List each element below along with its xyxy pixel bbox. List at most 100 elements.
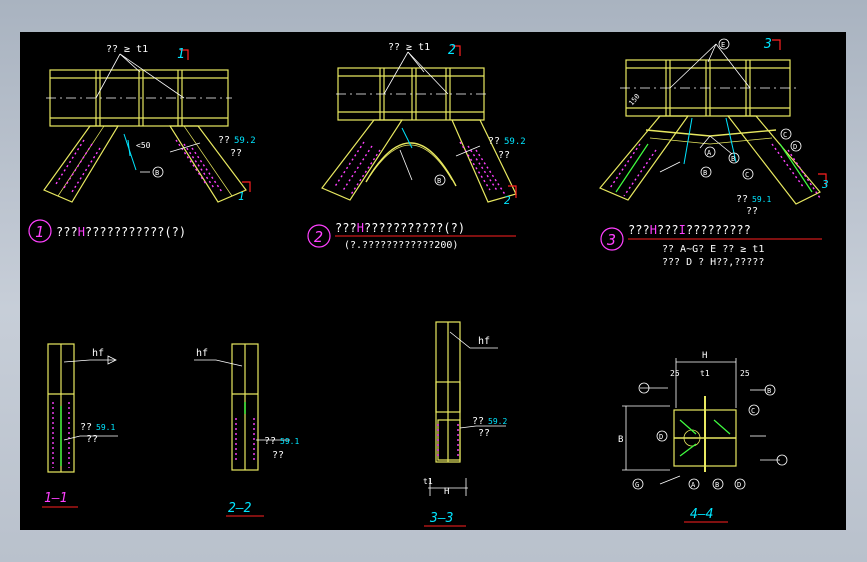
section-3-3-weld: hf (478, 336, 490, 347)
section-4-4-circle-d: D (659, 433, 663, 441)
section-4-4-circle-d2: D (737, 481, 741, 489)
detail-2-note-code: 59.2 (504, 137, 526, 147)
section-3-3-note-q: ?? (472, 416, 484, 427)
detail-3-circle-b2: B (703, 169, 707, 177)
detail-3-right-brace (726, 115, 821, 205)
detail-3-num-circle (600, 227, 624, 251)
detail-3-circle-c: C (745, 171, 749, 179)
detail-1-caption-b: ???????????(?) (85, 225, 186, 239)
detail-1-circle-label: B (155, 169, 159, 177)
detail-1-note-q2: ?? (230, 148, 242, 159)
svg-text:???H???I?????????: ???H???I????????? (628, 223, 751, 237)
detail-1-weld-label: ?? ≥ t1 (106, 44, 148, 55)
section-2-2-note-code: 59.1 (280, 437, 299, 446)
section-4-4 (622, 358, 788, 490)
section-4-4-circle-a: A (691, 481, 696, 489)
section-1-1-note-q: ?? (80, 422, 92, 433)
detail-3-circle-b: B (731, 155, 735, 163)
section-3-3 (428, 321, 506, 496)
section-3-3-label: 3—3 (429, 511, 453, 526)
detail-2-section-mark-lower: 2 (504, 194, 511, 207)
detail-1-num-circle (28, 219, 52, 243)
section-4-4-d25-right: 25 (740, 369, 750, 378)
section-3-3-dim-t: t1 (423, 477, 433, 486)
detail-2-num-circle (307, 224, 331, 248)
detail-3 (599, 38, 827, 205)
detail-3-circle-c2: C (783, 131, 787, 139)
section-2-2 (194, 343, 290, 471)
detail-2-num: 2 (314, 228, 323, 246)
section-1-1-label: 1—1 (44, 491, 67, 506)
section-4-4-circle-b: B (767, 387, 771, 395)
section-1-1-weld: hf (92, 348, 104, 359)
section-3-3-note-code: 59.2 (488, 417, 507, 426)
detail-1-caption: 1 ???H???????????(?) (28, 219, 186, 243)
detail-3-dim: 150 (627, 92, 641, 107)
detail-3-section-mark-lower: 3 (821, 178, 829, 191)
section-2-2-weld: hf (196, 348, 208, 359)
detail-1-caption-a: ??? (56, 225, 78, 239)
detail-2-arch (365, 142, 457, 187)
svg-text:???H???????????(?): ???H???????????(?) (56, 225, 186, 239)
detail-2-weld-label: ?? ≥ t1 (388, 42, 430, 53)
detail-1-dim: <50 (136, 141, 151, 150)
section-4-4-circle-b2: B (715, 481, 719, 489)
section-4-4-dim-t: t1 (700, 369, 710, 378)
detail-2-section-mark: 2 (448, 43, 456, 58)
detail-1-caption-h: H (78, 225, 85, 239)
detail-1 (43, 49, 251, 203)
section-1-1-note-q2: ?? (86, 434, 98, 445)
detail-3-left-brace (599, 115, 690, 201)
detail-2-caption: 2 ???H???????????(?) (?.????????????200) (307, 221, 516, 251)
detail-3-note-q2: ?? (746, 206, 758, 217)
section-1-1 (47, 343, 118, 473)
svg-text:???H???????????(?): ???H???????????(?) (335, 221, 465, 235)
detail-3-note-q: ?? (736, 194, 748, 205)
detail-3-caption-mid: ??? (657, 223, 679, 237)
detail-3-caption-line2: ?? A~G? E ?? ≥ t1 (662, 244, 764, 255)
detail-1-right-brace (168, 125, 247, 203)
detail-2-note-q2: ?? (498, 150, 510, 161)
section-1-1-note-code: 59.1 (96, 423, 115, 432)
detail-2-left-brace (321, 119, 404, 201)
section-4-4-dim-b: B (618, 435, 623, 445)
detail-1-num: 1 (35, 223, 44, 241)
section-4-4-d25-left: 25 (670, 369, 680, 378)
detail-1-note-q: ?? (218, 135, 230, 146)
section-4-4-circle-c: C (751, 407, 755, 415)
section-4-4-dim-h: H (702, 351, 707, 361)
detail-2-caption-h: H (357, 221, 364, 235)
detail-2-caption-b: ???????????(?) (364, 221, 465, 235)
detail-3-circle-a: A (707, 149, 712, 157)
detail-2-note-q: ?? (488, 136, 500, 147)
section-3-3-dim-h: H (444, 487, 449, 497)
section-3-3-note-q2: ?? (478, 428, 490, 439)
section-2-2-note-q: ?? (264, 436, 276, 447)
cad-drawing: ?? ≥ t1 1 1 ?? 59.2 ?? <50 B 1 ???H?????… (28, 37, 829, 527)
detail-1-section-mark-lower: 1 (238, 190, 245, 203)
detail-3-section-mark: 3 (763, 37, 772, 52)
detail-3-circle-d: D (793, 143, 797, 151)
detail-1-section-mark: 1 (177, 47, 185, 62)
detail-3-caption-a: ??? (628, 223, 650, 237)
section-2-2-note-q2: ?? (272, 450, 284, 461)
section-2-2-label: 2—2 (228, 501, 252, 516)
section-4-4-circle-g: G (635, 481, 639, 489)
detail-1-note-code: 59.2 (234, 136, 256, 146)
detail-3-caption: 3 ???H???I????????? ?? A~G? E ?? ≥ t1 ??… (600, 223, 822, 268)
detail-3-note-code: 59.1 (752, 195, 771, 204)
detail-2-caption-line2: (?.????????????200) (344, 240, 458, 251)
detail-3-caption-line3: ??? D ? H??,????? (662, 257, 764, 268)
section-4-4-label: 4—4 (690, 507, 713, 522)
cad-drawing-canvas: ?? ≥ t1 1 1 ?? 59.2 ?? <50 B 1 ???H?????… (20, 32, 846, 530)
detail-2-circle-label: B (437, 177, 441, 185)
detail-3-num: 3 (606, 231, 616, 249)
detail-3-label-e: E (721, 41, 725, 49)
detail-3-caption-b: ????????? (686, 223, 751, 237)
detail-3-caption-i: I (679, 223, 686, 237)
detail-2-caption-a: ??? (335, 221, 357, 235)
detail-2 (321, 45, 517, 203)
detail-1-left-brace (43, 125, 120, 203)
detail-3-caption-h: H (650, 223, 657, 237)
detail-2-right-brace (451, 119, 517, 203)
